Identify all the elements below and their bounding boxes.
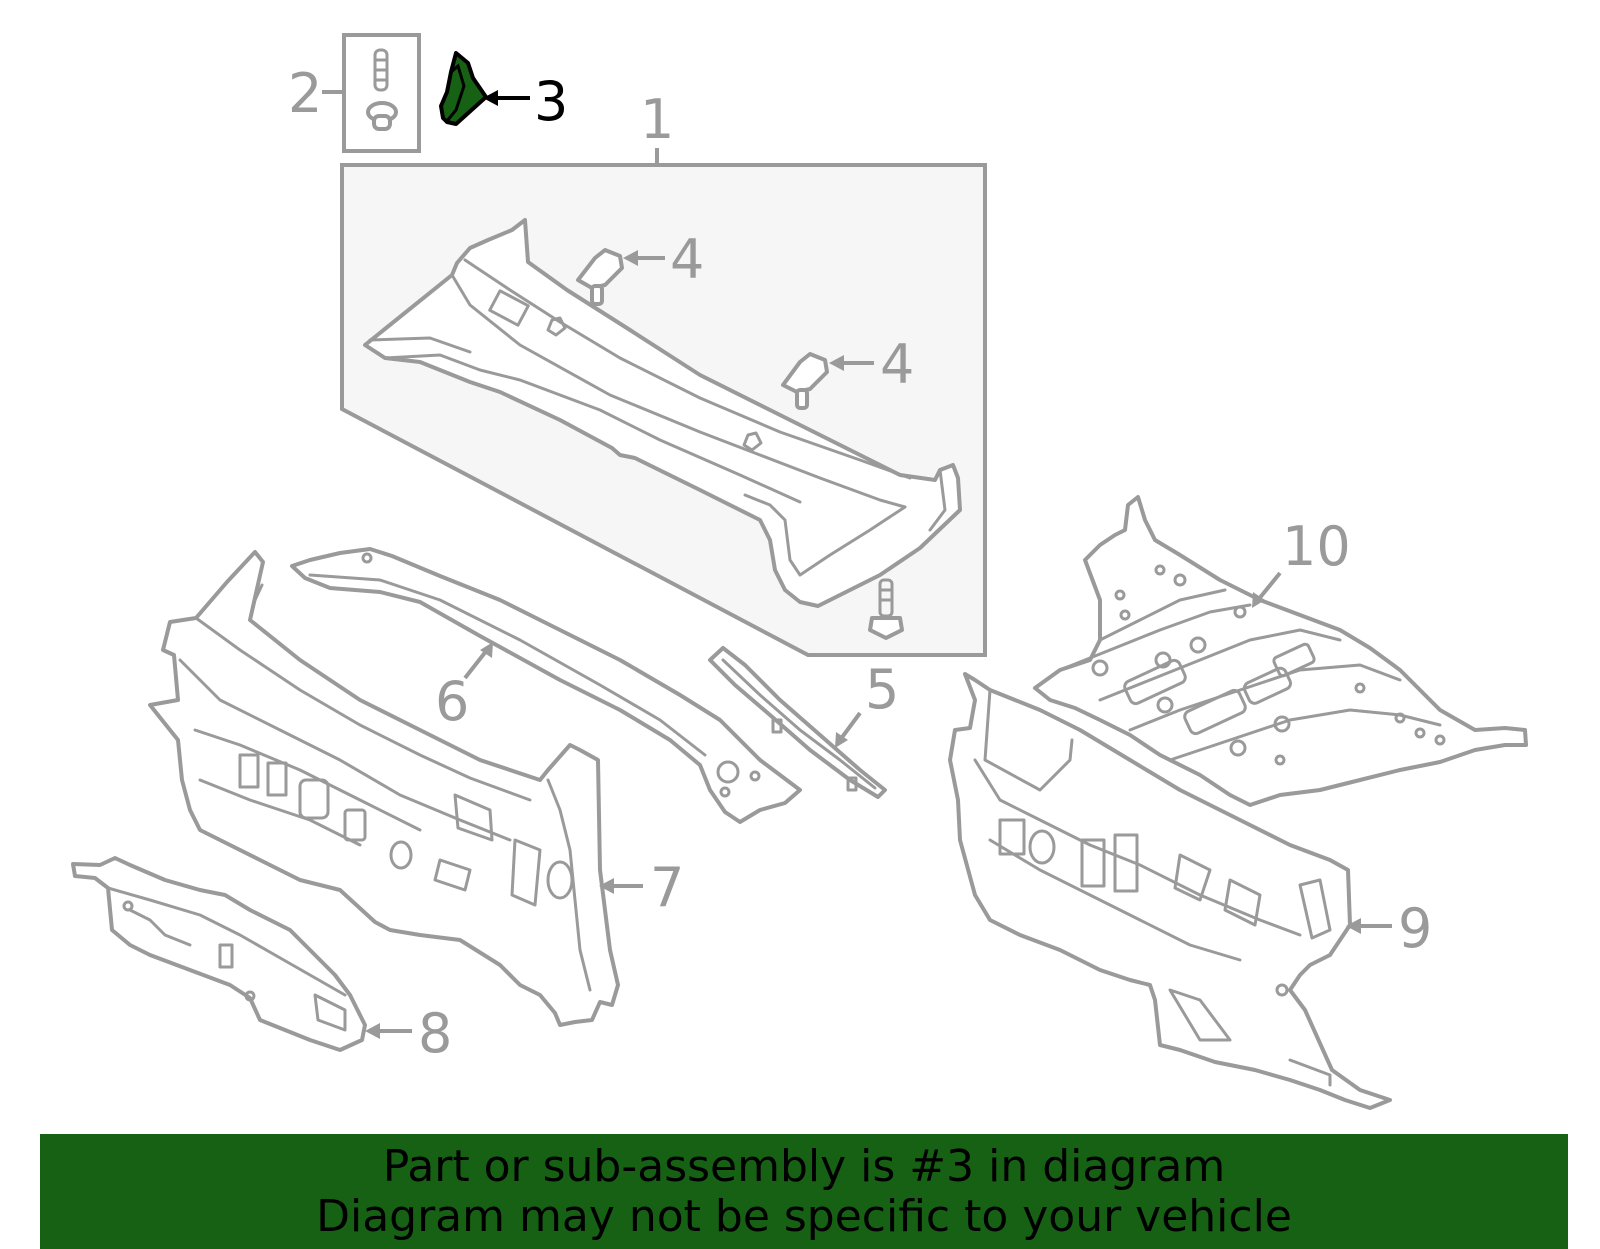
callout-7: 7 bbox=[650, 856, 684, 919]
part-1-cowl-panel bbox=[363, 218, 962, 608]
callout-1: 1 bbox=[640, 88, 674, 151]
banner-line-1: Part or sub-assembly is #3 in diagram bbox=[382, 1141, 1226, 1192]
leader-6 bbox=[463, 648, 489, 680]
leader-5 bbox=[838, 711, 862, 742]
part-2-box bbox=[342, 33, 421, 153]
callout-10: 10 bbox=[1282, 515, 1351, 578]
callout-5: 5 bbox=[865, 658, 899, 721]
callout-2: 2 bbox=[288, 62, 322, 125]
callout-9: 9 bbox=[1398, 897, 1432, 960]
banner-line-2: Diagram may not be specific to your vehi… bbox=[316, 1191, 1292, 1242]
callout-8: 8 bbox=[418, 1002, 452, 1065]
callout-4-lower: 4 bbox=[880, 333, 914, 396]
part-5-strip bbox=[708, 646, 887, 799]
info-banner: Part or sub-assembly is #3 in diagram Di… bbox=[40, 1134, 1568, 1249]
part-10-panel bbox=[1033, 495, 1528, 807]
part-2-fastener bbox=[342, 33, 421, 153]
part-7-dash-panel bbox=[148, 550, 620, 1027]
part-4-clip-upper bbox=[576, 248, 624, 306]
part-3-bracket[interactable] bbox=[439, 51, 488, 126]
callout-3[interactable]: 3 bbox=[534, 70, 568, 133]
callout-6: 6 bbox=[435, 670, 469, 733]
leader-10 bbox=[1256, 571, 1282, 602]
cowl-bolt bbox=[868, 578, 904, 640]
callout-4-upper: 4 bbox=[670, 228, 704, 291]
arrow-3 bbox=[483, 90, 498, 106]
part-9-firewall bbox=[948, 672, 1392, 1110]
part-6-cross-member bbox=[290, 547, 802, 824]
part-8-reinforcement bbox=[71, 856, 367, 1052]
part-4-clip-lower bbox=[781, 352, 829, 410]
leader-lines bbox=[322, 90, 1392, 1039]
